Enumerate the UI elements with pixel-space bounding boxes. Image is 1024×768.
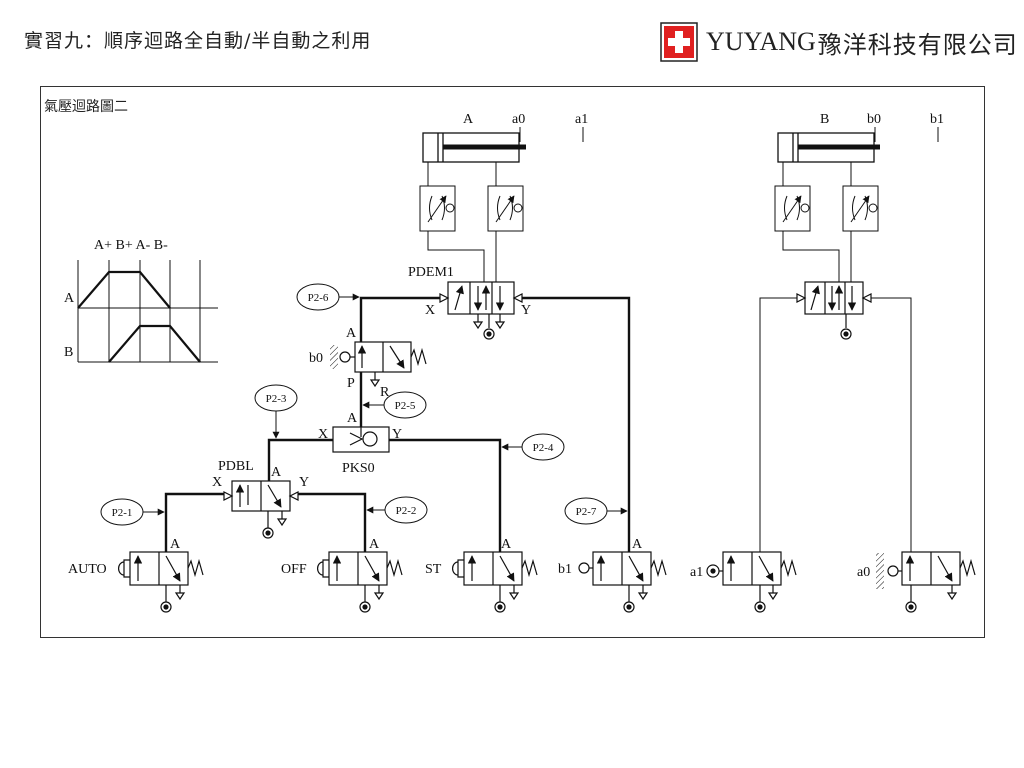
callout-p2-1: P2-1: [100, 498, 165, 526]
callout-p2-3-label: P2-3: [266, 393, 287, 405]
callout-p2-4: P2-4: [501, 433, 565, 461]
pdbl-port-y: Y: [299, 475, 309, 490]
callout-p2-1-label: P2-1: [112, 507, 133, 519]
callout-p2-2: P2-2: [366, 496, 428, 524]
cylinder-a-label: A: [463, 112, 474, 127]
callout-p2-7: P2-7: [564, 497, 628, 525]
callout-p2-6-label: P2-6: [308, 292, 329, 304]
signal-lines: [164, 296, 912, 552]
limit-a1-label: a1: [575, 112, 588, 127]
b0-port-r: R: [380, 385, 390, 400]
page-title: 實習九：順序迴路全自動/半自動之利用: [24, 30, 372, 52]
callout-p2-5: P2-5: [362, 391, 427, 419]
valve-b1-label: b1: [558, 562, 572, 577]
valve-st-label: ST: [425, 562, 442, 577]
valve-off: [316, 551, 403, 613]
diagram-frame: [40, 86, 985, 638]
b0-port-a: A: [346, 326, 357, 341]
valve-b0-top-label: b0: [309, 351, 323, 366]
valve-pdem1: [439, 281, 523, 340]
flow-control-valves-a: [419, 162, 524, 282]
pdem1-port-y: Y: [521, 303, 531, 318]
logo-brand: YUYANG: [706, 27, 816, 56]
cylinder-a: [422, 132, 526, 163]
step-label-b: B: [64, 345, 73, 360]
pks0-port-a: A: [347, 411, 358, 426]
valve-a1: [706, 551, 797, 613]
valve-pdbl-label: PDBL: [218, 459, 254, 474]
valve-pks0-label: PKS0: [342, 461, 375, 476]
callout-p2-6: P2-6: [296, 283, 360, 311]
callout-p2-5-label: P2-5: [395, 400, 416, 412]
sequence-label: A+ B+ A- B-: [94, 238, 168, 253]
valve-st: [451, 551, 538, 613]
valve-pdbl: [223, 480, 299, 539]
cylinder-b-label: B: [820, 112, 829, 127]
cylinder-b: [777, 132, 880, 163]
limit-b0-label: b0: [867, 112, 881, 127]
callout-p2-3: P2-3: [254, 384, 298, 439]
st-port-a: A: [501, 537, 512, 552]
b1-port-a: A: [632, 537, 643, 552]
pks0-port-y: Y: [392, 427, 402, 442]
b0-port-p: P: [347, 376, 355, 391]
valve-b1: [578, 551, 667, 613]
valve-main-b: [796, 281, 872, 340]
pdbl-port-a: A: [271, 465, 282, 480]
red-cross-logo-icon: [660, 22, 698, 62]
valve-a1-label: a1: [690, 565, 703, 580]
pdbl-port-x: X: [212, 475, 222, 490]
diagram-title: 氣壓迴路圖二: [44, 99, 128, 115]
auto-port-a: A: [170, 537, 181, 552]
pks0-port-x: X: [318, 427, 328, 442]
valve-a0-label: a0: [857, 565, 870, 580]
callout-p2-4-label: P2-4: [533, 442, 554, 454]
valve-auto: [117, 551, 204, 613]
valve-b0-top: [330, 341, 427, 388]
limit-a0-label: a0: [512, 112, 525, 127]
callout-p2-7-label: P2-7: [576, 506, 597, 518]
logo-company-name: 豫洋科技有限公司: [817, 30, 1018, 59]
displacement-step-diagram: A+ B+ A- B- A B: [64, 238, 218, 363]
valve-off-label: OFF: [281, 562, 307, 577]
step-label-a: A: [64, 291, 75, 306]
valve-a0: [876, 551, 976, 613]
limit-b1-label: b1: [930, 112, 944, 127]
company-logo: YUYANG 豫洋科技有限公司: [660, 20, 1018, 64]
flow-control-valves-b: [774, 162, 879, 282]
pdem1-port-x: X: [425, 303, 435, 318]
valve-pdem1-label: PDEM1: [408, 265, 454, 280]
off-port-a: A: [369, 537, 380, 552]
callout-p2-2-label: P2-2: [396, 505, 417, 517]
valve-auto-label: AUTO: [68, 562, 107, 577]
valve-pks0: [332, 426, 390, 453]
